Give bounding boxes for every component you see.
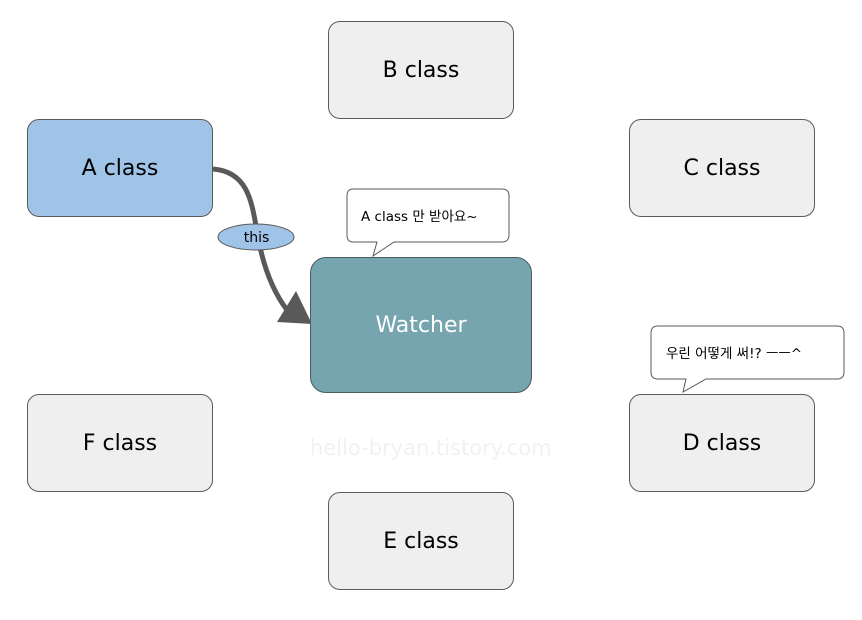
this-edge-label: this — [243, 229, 270, 246]
c-class-label: C class — [683, 155, 761, 181]
f-class-label: F class — [82, 430, 158, 456]
d-class-callout-bubble — [650, 325, 845, 393]
watcher-node[interactable]: Watcher — [310, 257, 532, 393]
b-class-label: B class — [382, 57, 460, 83]
b-class-node[interactable]: B class — [328, 21, 514, 119]
watcher-label: Watcher — [375, 312, 467, 338]
e-class-label: E class — [383, 528, 459, 554]
d-class-node[interactable]: D class — [629, 394, 815, 492]
d-class-callout-text: 우린 어떻게 써!? ㅡㅡ^ — [666, 346, 803, 362]
d-class-label: D class — [682, 430, 762, 456]
this-label-ellipse — [217, 223, 295, 251]
e-class-node[interactable]: E class — [328, 492, 514, 590]
a-class-node[interactable]: A class — [27, 119, 213, 217]
watcher-callout-bubble — [346, 188, 510, 258]
a-class-label: A class — [81, 155, 159, 181]
watcher-callout-text: A class 만 받아요~ — [361, 209, 478, 225]
watermark: hello-bryan.tistory.com — [310, 436, 552, 460]
arrow-head — [277, 291, 312, 324]
c-class-node[interactable]: C class — [629, 119, 815, 217]
f-class-node[interactable]: F class — [27, 394, 213, 492]
